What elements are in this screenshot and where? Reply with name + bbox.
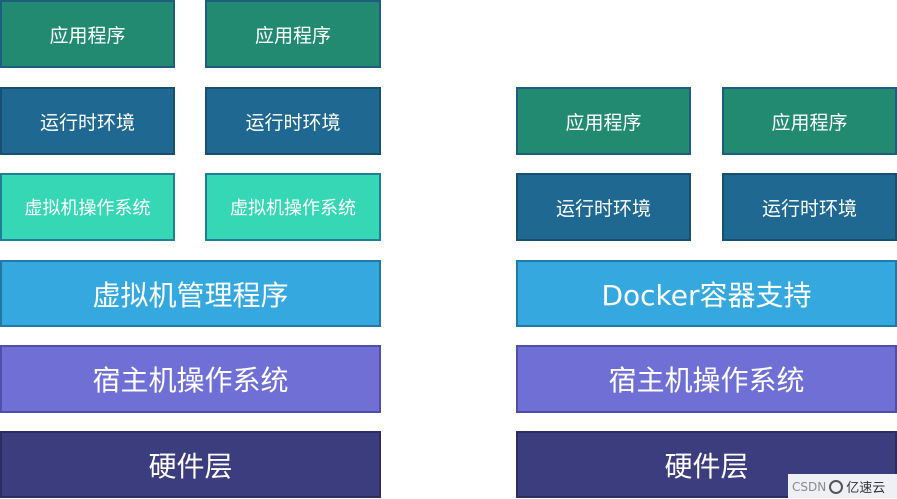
vm-guest-os-box-1: 虚拟机操作系统 [0, 173, 175, 241]
vm-app-box-2: 应用程序 [205, 0, 381, 68]
docker-app-box-2: 应用程序 [722, 87, 897, 155]
cloud-logo-icon [829, 479, 844, 494]
docker-host-os-layer: 宿主机操作系统 [516, 345, 897, 413]
docker-runtime-box-1: 运行时环境 [516, 173, 691, 241]
hypervisor-layer: 虚拟机管理程序 [0, 260, 381, 327]
docker-runtime-box-2: 运行时环境 [722, 173, 897, 241]
watermark: CSDN 亿速云 [788, 474, 897, 499]
vm-runtime-box-1: 运行时环境 [0, 87, 175, 155]
vm-guest-os-box-2: 虚拟机操作系统 [205, 173, 381, 241]
docker-hardware-layer: 硬件层 [516, 431, 897, 498]
watermark-site: CSDN [792, 479, 827, 494]
watermark-brand: 亿速云 [846, 481, 886, 496]
docker-engine-layer: Docker容器支持 [516, 260, 897, 327]
vm-hardware-layer: 硬件层 [0, 431, 381, 498]
vm-runtime-box-2: 运行时环境 [205, 87, 381, 155]
vm-host-os-layer: 宿主机操作系统 [0, 345, 381, 413]
docker-app-box-1: 应用程序 [516, 87, 691, 155]
vm-app-box-1: 应用程序 [0, 0, 175, 68]
